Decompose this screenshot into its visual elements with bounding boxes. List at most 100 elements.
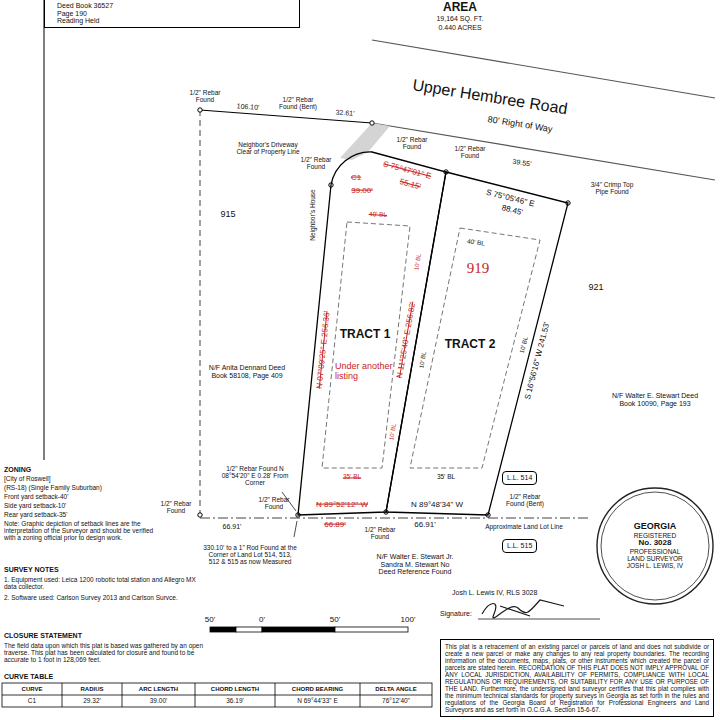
area-heading: AREA — [443, 1, 477, 14]
bearing-label: N 89°52'12" W — [316, 501, 368, 510]
neighbor-line — [200, 110, 201, 515]
closure-heading: CLOSURE STATEMENT — [4, 632, 82, 640]
monument-note: 1/2" Rebar Found — [361, 526, 399, 540]
owner-note: N/F Walter E. Stewart Deed Book 10090, P… — [608, 392, 703, 407]
tract-parcel: TRACT 1 Under another listing — [296, 148, 448, 518]
notes-heading: SURVEY NOTES — [4, 566, 59, 574]
zoning-note: Note: Graphic depiction of setback lines… — [4, 520, 154, 541]
scale-label: 50' — [205, 616, 215, 625]
monument-note: 1/2" Rebar Found — [256, 496, 292, 510]
area-value: 0.440 ACRES — [438, 24, 481, 32]
rebar-symbol — [198, 108, 202, 112]
scale-bar — [262, 627, 335, 632]
deed-reference: Deed Book 36527 — [57, 2, 287, 10]
setback-label: 40' BL — [466, 237, 485, 247]
table-grid — [62, 683, 63, 707]
zoning-note: [City of Roswell] — [4, 475, 51, 482]
monument-note: 1/2" Rebar Found — [158, 500, 194, 514]
seal-text: PROFESSIONAL — [630, 548, 681, 555]
seal-text: No. 3028 — [639, 539, 672, 548]
scale-label: 0' — [259, 616, 265, 625]
setback-label: 10' BL — [388, 423, 397, 441]
setback-line — [322, 222, 410, 468]
scale-label: 100' — [401, 616, 416, 625]
table-cell: C1 — [28, 697, 36, 704]
table-grid — [122, 683, 123, 707]
table-grid — [195, 683, 196, 707]
scale-bar — [210, 627, 236, 632]
table-cell: N 69°44'33" E — [297, 697, 337, 704]
zoning-note: (RS-18) (Single Family Suburban) — [4, 484, 102, 491]
setback-label: 10' BL — [413, 253, 422, 271]
tract-note: 919 — [467, 260, 490, 277]
seal-text: LAND SURVEYOR — [627, 555, 683, 562]
table-grid — [360, 683, 361, 707]
owner-note: N/F Anita Dennard Deed Book 58108, Page … — [205, 364, 289, 379]
road-width: 80' Right of Way — [487, 115, 553, 135]
sheet-border — [44, 0, 45, 460]
table-cell: 39.00' — [150, 697, 168, 704]
table-heading: CURVE TABLE — [4, 673, 53, 681]
seal-text: REGISTERED — [634, 532, 676, 539]
site-note: Neighbor's House — [309, 189, 316, 240]
monument-note: 1/2" Rebar Found — [393, 136, 431, 150]
certification-text: This plat is a retracement of an existin… — [445, 643, 709, 713]
bearing-label: N 11°25'40" E 256.82' — [396, 301, 418, 379]
closure-note: The field data upon which this plat is b… — [4, 642, 209, 663]
tract-note: Under another listing — [335, 362, 396, 382]
deed-reference: Page 190 — [57, 10, 287, 18]
distance-label: 39.00' — [351, 187, 373, 196]
site-note: Neighbor's Driveway Clear of Property Li… — [233, 141, 303, 155]
property-line — [386, 172, 568, 515]
tract-name: TRACT 1 — [340, 328, 391, 341]
road-name: Upper Hembree Road — [411, 76, 568, 118]
scale-bar — [335, 627, 408, 632]
distance-label: 66.89' — [324, 521, 346, 530]
bearing-label: S 75°47'01" E — [382, 160, 432, 181]
curve-label: C1 — [351, 174, 361, 183]
setback-label: 10' BL — [418, 351, 427, 369]
lot-number: 915 — [220, 210, 235, 220]
signature — [482, 600, 564, 618]
monument-note: 1/2" Rebar Found N 08°54'20" E 0.28' Fro… — [220, 465, 290, 486]
property-line — [298, 152, 446, 515]
rebar-symbol — [198, 513, 202, 517]
monument-note: 1/2" Rebar Found — [451, 145, 489, 159]
table-cell: CHORD BEARING — [292, 686, 343, 693]
distance-label: 39.55' — [512, 158, 532, 168]
distance-label: 55.15' — [398, 178, 421, 192]
monument-note: 3/4" Crimp Top Pipe Found — [586, 181, 638, 195]
owner-note: N/F Walter E. Stewart Jr. Sandra M. Stew… — [373, 553, 458, 576]
setback-label: 40' BL — [369, 210, 388, 218]
area-value: 19,164 SQ. FT. — [436, 15, 483, 23]
monument-note: 1/2" Rebar Found — [298, 156, 334, 170]
table-grid — [275, 683, 276, 707]
setback-label: 35' BL — [343, 473, 361, 480]
monument-note: 1/2" Rebar Found — [186, 89, 224, 103]
certification-box: This plat is a retracement of an existin… — [440, 639, 714, 717]
leader-line — [294, 521, 297, 537]
scale-label: 50' — [330, 616, 340, 625]
monument-note: 1/2" Rebar Found (Bent) — [273, 96, 323, 110]
deed-reference: Reading Held — [57, 17, 287, 25]
zoning-note: Rear yard setback-35' — [4, 511, 67, 518]
tract-name: TRACT 2 — [445, 338, 496, 351]
lot-number: 921 — [588, 283, 603, 293]
seal-text: JOSH L. LEWIS, IV — [627, 562, 683, 569]
table-cell: 29.32' — [83, 697, 101, 704]
land-lot-number: L.L. 514 — [507, 474, 532, 482]
distance-label: 106.10' — [236, 102, 259, 111]
bearing-label: N 07°09'25" E 256.36' — [316, 311, 333, 390]
table-cell: CHORD LENGTH — [211, 686, 259, 693]
distance-label: 66.91' — [223, 523, 242, 531]
scale-bar — [236, 627, 262, 632]
table-grid — [2, 683, 432, 707]
rebar-symbol — [370, 121, 374, 125]
zoning-note: Side yard setback-10' — [4, 502, 66, 509]
monument-note: 1/2" Rebar Found (Bent) — [504, 493, 546, 507]
table-cell: 76°12'40" — [382, 697, 410, 704]
distance-label: 32.61' — [335, 109, 354, 118]
monument-note: 330.10' to a 1" Rod Found at the Corner … — [203, 544, 298, 565]
